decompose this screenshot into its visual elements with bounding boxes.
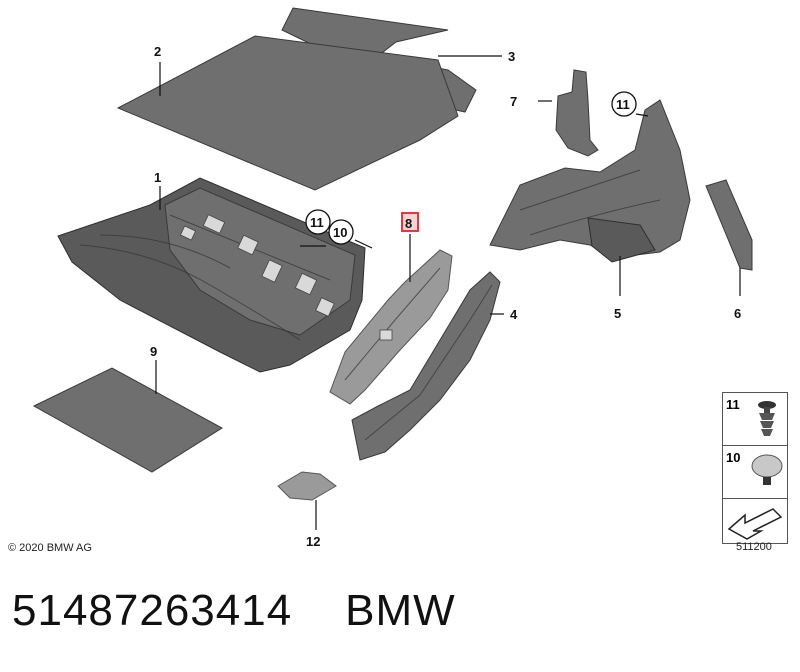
direction-arrow-icon xyxy=(727,508,783,540)
legend-cell-10: 10 xyxy=(723,446,787,499)
parts-diagram: 1 2 3 4 5 6 7 8 9 10 11 11 12 xyxy=(32,7,753,549)
legend-label-11: 11 xyxy=(726,397,740,412)
leader-lines xyxy=(155,55,741,530)
callout-9: 9 xyxy=(150,344,157,359)
callout-11-right: 11 xyxy=(616,97,630,112)
callout-6: 6 xyxy=(734,306,741,321)
callout-7: 7 xyxy=(510,94,517,109)
callout-3: 3 xyxy=(508,49,515,64)
callout-1: 1 xyxy=(154,170,161,185)
callout-11-left: 11 xyxy=(310,215,324,230)
part-caption: 51487263414 BMW xyxy=(12,586,456,636)
callout-12: 12 xyxy=(306,534,320,549)
callout-11-circle-left xyxy=(305,209,331,235)
callout-11-circle-right xyxy=(611,91,637,117)
callout-8: 8 xyxy=(405,216,412,231)
callout-2: 2 xyxy=(154,44,161,59)
part-7-bracket xyxy=(555,69,599,157)
part-1-floor-insulation xyxy=(57,177,366,373)
part-2-mat xyxy=(116,35,459,191)
push-clip-icon xyxy=(758,401,776,436)
highlight-box-8 xyxy=(401,212,419,232)
legend-label-10: 10 xyxy=(726,450,741,465)
callout-10-circle xyxy=(328,219,354,245)
part-9-mat xyxy=(32,367,223,473)
part-number: 51487263414 xyxy=(12,586,293,635)
round-clip-icon xyxy=(751,454,783,485)
fastener-legend: 11 10 xyxy=(722,392,788,544)
legend-cell-11: 11 xyxy=(723,393,787,446)
part-8-panel xyxy=(329,249,453,405)
drawing-number: 511200 xyxy=(736,541,772,553)
part-6-pad xyxy=(705,179,753,271)
legend-cell-arrow xyxy=(723,499,787,543)
part-5-wheelarch xyxy=(489,99,691,263)
callout-5: 5 xyxy=(614,306,621,321)
part-4-member xyxy=(351,271,501,461)
part-12-cover xyxy=(277,471,337,501)
brand-name: BMW xyxy=(345,586,456,635)
callout-4: 4 xyxy=(510,307,518,322)
copyright-notice: © 2020 BMW AG xyxy=(8,542,92,554)
callout-10: 10 xyxy=(333,225,347,240)
